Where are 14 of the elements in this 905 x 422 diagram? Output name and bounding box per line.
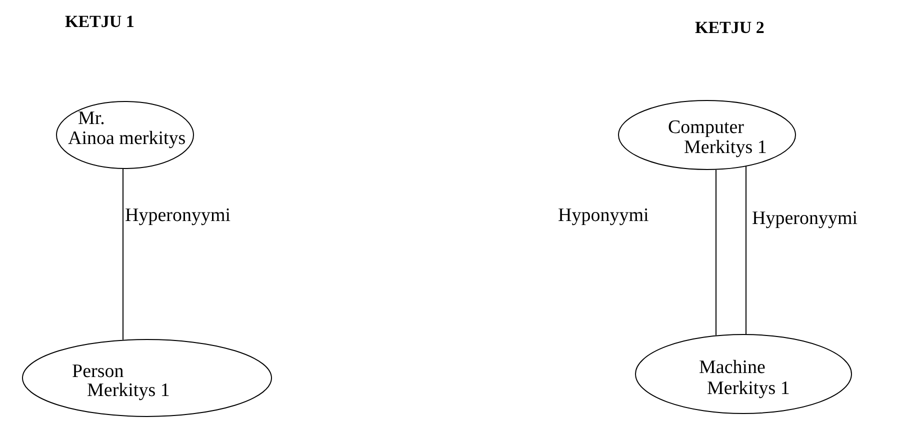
edge-label: Hyperonyymi	[125, 205, 231, 227]
node-text: Merkitys 1	[87, 381, 170, 400]
node-text: Mr.	[78, 109, 105, 128]
node-text: Person	[72, 362, 124, 381]
node-text: Merkitys 1	[684, 138, 767, 157]
node-text: Merkitys 1	[707, 379, 790, 398]
edge-label: Hyperonyymi	[752, 208, 858, 230]
connector-line	[122, 168, 124, 340]
node-text: Ainoa merkitys	[68, 129, 186, 148]
node-text: Machine	[699, 358, 766, 377]
chain-heading: KETJU 1	[65, 12, 134, 32]
node-text: Computer	[668, 118, 744, 137]
edge-label: Hyponyymi	[558, 205, 649, 227]
chain-heading: KETJU 2	[695, 18, 764, 38]
